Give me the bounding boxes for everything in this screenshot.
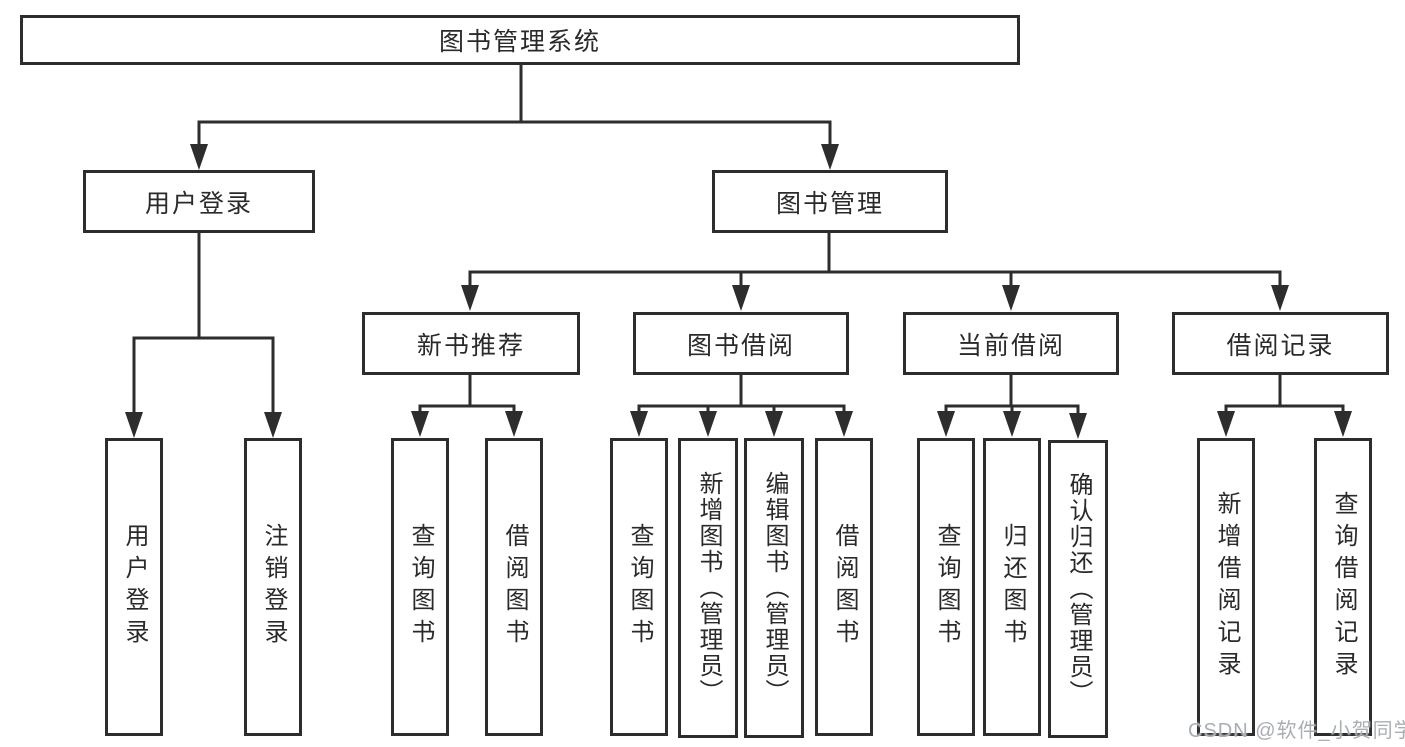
leaf-add-borrow-record-label: 新增借阅记录 <box>1213 491 1240 683</box>
leaf-add-book-admin-label: 新增图书（管理员） <box>695 471 722 705</box>
arrowhead-icon <box>821 144 839 170</box>
arrowhead-icon <box>1069 413 1087 439</box>
node-library-system: 图书管理系统 <box>20 15 1020 65</box>
node-new-book-recommend-label: 新书推荐 <box>416 331 525 360</box>
connector-book-mgmt-children <box>461 231 1289 311</box>
leaf-edit-book-admin: 编辑图书（管理员） <box>744 438 804 738</box>
leaf-borrow-book-recommend: 借阅图书 <box>485 438 543 736</box>
arrowhead-icon <box>1334 411 1352 437</box>
leaf-query-book-borrow: 查询图书 <box>610 438 668 736</box>
node-user-login: 用户登录 <box>83 170 315 233</box>
leaf-return-book: 归还图书 <box>983 438 1041 736</box>
leaf-borrow-book-recommend-label: 借阅图书 <box>501 523 528 651</box>
connector-new-book-children <box>411 373 523 437</box>
leaf-query-book-borrow-label: 查询图书 <box>626 523 653 651</box>
node-new-book-recommend: 新书推荐 <box>362 312 580 375</box>
node-book-borrow: 图书借阅 <box>633 312 849 375</box>
node-current-borrow: 当前借阅 <box>903 312 1119 375</box>
arrowhead-icon <box>411 411 429 437</box>
leaf-user-login: 用户登录 <box>105 438 163 736</box>
leaf-query-book-recommend: 查询图书 <box>391 438 449 736</box>
leaf-query-book-current-label: 查询图书 <box>933 523 960 651</box>
leaf-logout: 注销登录 <box>244 438 302 736</box>
leaf-edit-book-admin-label: 编辑图书（管理员） <box>761 471 788 705</box>
connector-user-login-children <box>125 231 282 438</box>
arrowhead-icon <box>461 285 479 311</box>
leaf-query-book-recommend-label: 查询图书 <box>407 523 434 651</box>
arrowhead-icon <box>264 412 282 438</box>
leaf-user-login-label: 用户登录 <box>121 523 148 651</box>
leaf-query-borrow-record: 查询借阅记录 <box>1314 438 1372 736</box>
node-book-management-label: 图书管理 <box>775 189 884 218</box>
arrowhead-icon <box>1271 285 1289 311</box>
leaf-add-book-admin: 新增图书（管理员） <box>678 438 738 738</box>
leaf-query-borrow-record-label: 查询借阅记录 <box>1330 491 1357 683</box>
arrowhead-icon <box>190 144 208 170</box>
watermark: CSDN @软件_小贺同学 <box>1188 720 1405 742</box>
arrowhead-icon <box>1217 411 1235 437</box>
connector-book-borrow-children <box>630 373 853 437</box>
node-library-system-label: 图书管理系统 <box>438 28 601 56</box>
leaf-borrow-book: 借阅图书 <box>815 438 873 736</box>
leaf-return-book-label: 归还图书 <box>999 523 1026 651</box>
arrowhead-icon <box>1003 411 1021 437</box>
arrowhead-icon <box>699 411 717 437</box>
leaf-query-book-current: 查询图书 <box>917 438 975 736</box>
arrowhead-icon <box>937 411 955 437</box>
arrowhead-icon <box>125 412 143 438</box>
node-borrow-records-label: 借阅记录 <box>1226 331 1335 360</box>
connector-current-borrow-children <box>937 373 1087 439</box>
connector-root-to-level2 <box>190 63 839 170</box>
connector-borrow-records-children <box>1217 373 1352 437</box>
leaf-confirm-return-admin: 确认归还（管理员） <box>1048 440 1108 738</box>
arrowhead-icon <box>505 411 523 437</box>
arrowhead-icon <box>1002 285 1020 311</box>
node-current-borrow-label: 当前借阅 <box>956 331 1065 360</box>
node-user-login-label: 用户登录 <box>144 189 253 218</box>
node-book-borrow-label: 图书借阅 <box>686 331 795 360</box>
leaf-borrow-book-label: 借阅图书 <box>831 523 858 651</box>
leaf-add-borrow-record: 新增借阅记录 <box>1197 438 1255 736</box>
leaf-logout-label: 注销登录 <box>260 523 287 651</box>
node-borrow-records: 借阅记录 <box>1172 312 1389 375</box>
arrowhead-icon <box>732 285 750 311</box>
node-book-management: 图书管理 <box>712 170 948 233</box>
arrowhead-icon <box>630 411 648 437</box>
arrowhead-icon <box>835 411 853 437</box>
leaf-confirm-return-admin-label: 确认归还（管理员） <box>1065 472 1092 706</box>
arrowhead-icon <box>765 411 783 437</box>
